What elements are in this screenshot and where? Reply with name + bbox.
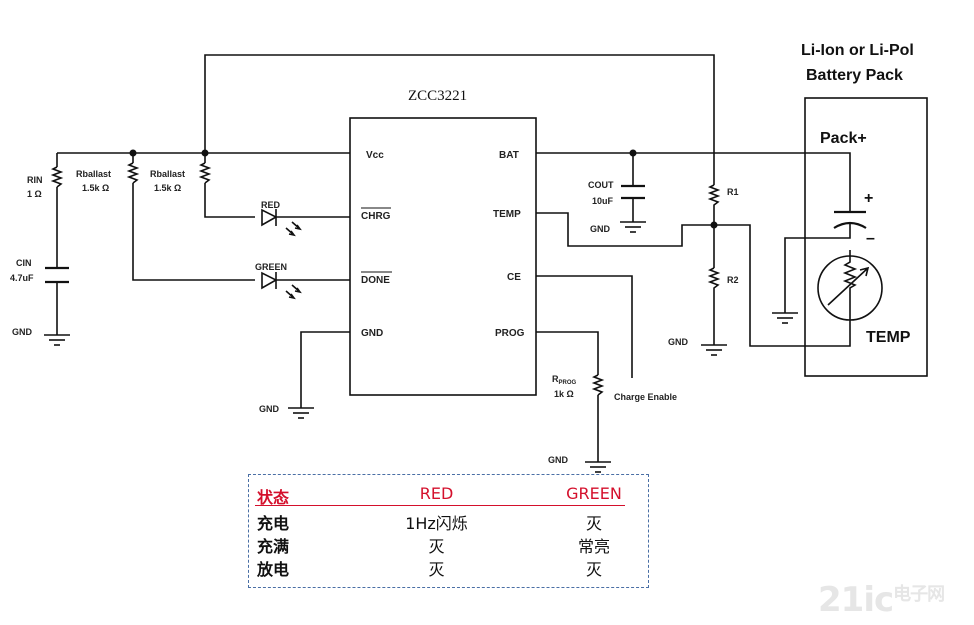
wire-battery-gnd xyxy=(784,224,851,313)
battery-minus-sign: – xyxy=(866,230,875,247)
wire-ce xyxy=(536,275,633,378)
pin-vcc: Vcc xyxy=(366,150,384,161)
rprog-name: RPROG xyxy=(552,374,577,386)
cin-name: CIN xyxy=(16,258,32,268)
gnd-symbol-prog xyxy=(585,461,611,473)
pin-gnd: GND xyxy=(361,328,383,339)
gnd-symbol-cin xyxy=(44,334,70,346)
rin-resistor xyxy=(50,166,64,188)
wire-chip-gnd xyxy=(300,331,350,408)
pin-prog: PROG xyxy=(495,328,525,339)
wire-top-loop xyxy=(204,54,715,185)
wire-prog xyxy=(536,331,599,462)
led-red xyxy=(261,208,350,237)
gnd-label-prog: GND xyxy=(548,455,569,465)
thermistor-resistor xyxy=(842,250,858,320)
header-green: GREEN xyxy=(566,484,622,503)
gnd-symbol-cout xyxy=(620,221,646,233)
rin-name: RIN xyxy=(27,175,43,185)
row-state: 放电 xyxy=(257,560,290,579)
gnd-label-cin: GND xyxy=(12,327,33,337)
rb2-resistor xyxy=(198,162,212,184)
cout-name: COUT xyxy=(588,180,614,190)
battery-pack-box xyxy=(804,97,928,377)
wire-temp xyxy=(536,212,851,347)
gnd-symbol-battery xyxy=(772,312,798,324)
rb1-value: 1.5k Ω xyxy=(82,183,109,193)
cin-value: 4.7uF xyxy=(10,273,34,283)
gnd-label-r2: GND xyxy=(668,337,689,347)
wire-bat xyxy=(536,152,851,212)
row-green: 常亮 xyxy=(577,537,610,556)
table-row: 放电 灭 灭 xyxy=(249,556,648,579)
rb1-resistor xyxy=(126,162,140,184)
cout-value: 10uF xyxy=(592,196,614,206)
table-row: 充满 灭 常亮 xyxy=(249,533,648,556)
r2-label: R2 xyxy=(727,275,739,285)
wire-rb1 xyxy=(132,153,255,281)
battery-cell-plate-2 xyxy=(833,221,867,229)
row-green: 灭 xyxy=(585,560,602,579)
pin-temp: TEMP xyxy=(493,209,521,220)
watermark-sub: 电子网 xyxy=(893,584,945,605)
pin-chrg: CHRG xyxy=(361,211,391,222)
rb1-name: Rballast xyxy=(76,169,111,179)
thermistor-arrow xyxy=(827,266,870,306)
r1-label: R1 xyxy=(727,187,739,197)
row-state: 充电 xyxy=(257,514,290,533)
led-red-label: RED xyxy=(261,200,281,210)
wire-rb2 xyxy=(204,153,255,218)
chip-body xyxy=(349,117,537,396)
led-green-label: GREEN xyxy=(255,262,287,272)
rin-value: 1 Ω xyxy=(27,189,42,199)
row-red: 灭 xyxy=(428,537,445,556)
charge-enable-label: Charge Enable xyxy=(614,392,677,402)
row-green: 灭 xyxy=(585,514,602,533)
rb2-value: 1.5k Ω xyxy=(154,183,181,193)
header-underline xyxy=(255,505,625,506)
battery-temp-label: TEMP xyxy=(866,329,911,346)
watermark-main: 21ic xyxy=(818,580,894,620)
header-status: 状态 xyxy=(257,488,290,507)
row-red: 1Hz闪烁 xyxy=(405,514,468,533)
gnd-symbol-chip xyxy=(288,407,314,419)
gnd-label-cout: GND xyxy=(590,224,611,234)
rb2-name: Rballast xyxy=(150,169,185,179)
pin-ce: CE xyxy=(507,272,521,283)
battery-title-2: Battery Pack xyxy=(806,67,903,84)
r1-resistor xyxy=(707,184,721,268)
table-header-row: 状态 RED GREEN xyxy=(249,484,648,507)
rprog-value: 1k Ω xyxy=(554,389,574,399)
header-red: RED xyxy=(419,484,454,503)
led-green xyxy=(261,271,350,300)
pack-plus-label: Pack+ xyxy=(820,130,867,147)
row-red: 灭 xyxy=(428,560,445,579)
table-row: 充电 1Hz闪烁 灭 xyxy=(249,510,648,533)
chip-name: ZCC3221 xyxy=(408,88,467,104)
row-state: 充满 xyxy=(257,537,290,556)
watermark-logo: 21ic电子网 xyxy=(818,580,945,620)
pin-bat: BAT xyxy=(499,150,519,161)
gnd-symbol-r2 xyxy=(701,344,727,356)
status-table: 状态 RED GREEN 充电 1Hz闪烁 灭 充满 灭 常亮 放电 灭 灭 xyxy=(248,474,649,588)
battery-plus-sign: + xyxy=(864,190,873,207)
battery-title-1: Li-Ion or Li-Pol xyxy=(801,42,914,59)
gnd-label-chip: GND xyxy=(259,404,280,414)
pin-done: DONE xyxy=(361,275,390,286)
rprog-resistor xyxy=(591,374,605,396)
r2-resistor xyxy=(707,267,721,345)
